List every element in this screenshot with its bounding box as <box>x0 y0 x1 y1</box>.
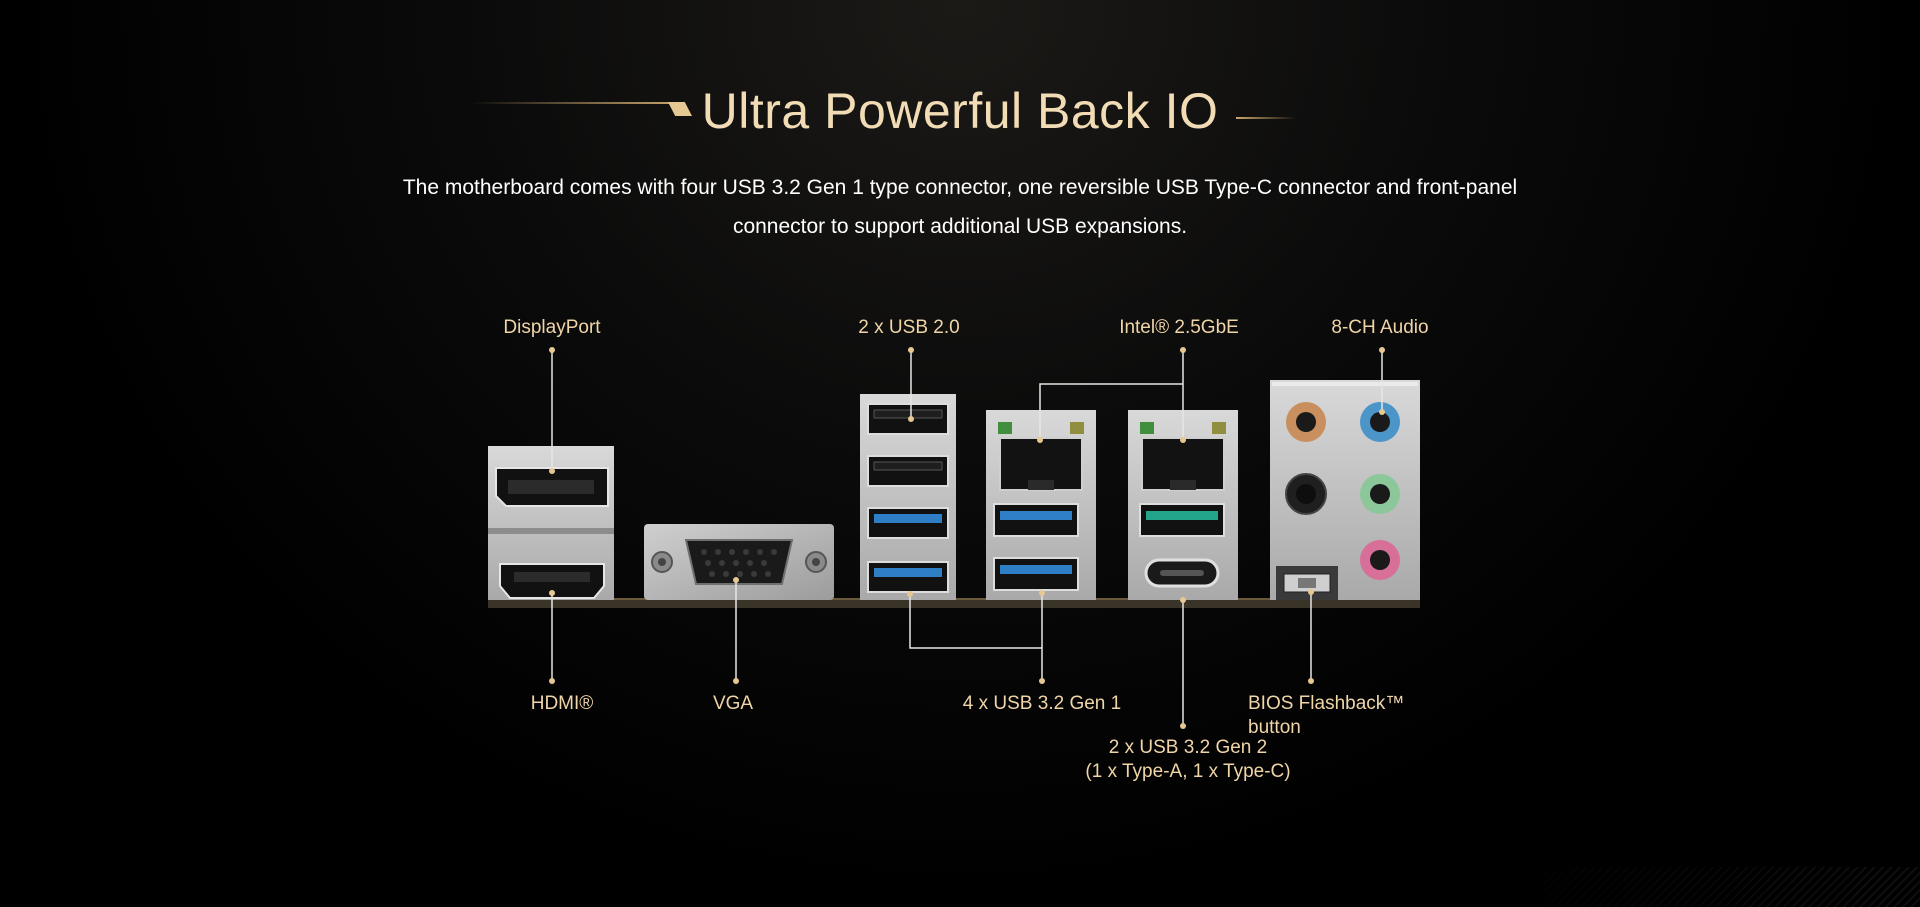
label-intel-lan: Intel® 2.5GbE <box>1119 317 1239 338</box>
label-usb32gen2-line2: (1 x Type-A, 1 x Type-C) <box>1085 761 1291 782</box>
title-decor-line-right <box>1236 117 1296 119</box>
callout-usb32gen1 <box>909 594 1043 681</box>
page-title: Ultra Powerful Back IO <box>701 83 1219 139</box>
callout-dots <box>549 347 1385 729</box>
label-bios-line1: BIOS Flashback™ <box>1248 693 1405 714</box>
usb-stack-left <box>860 394 956 600</box>
label-audio: 8-CH Audio <box>1331 317 1429 338</box>
vga-module <box>644 524 834 600</box>
audio-module <box>1270 380 1420 600</box>
callout-lines <box>551 350 1383 726</box>
label-usb32gen1: 4 x USB 3.2 Gen 1 <box>962 693 1122 714</box>
displayport-hdmi-module <box>488 446 614 600</box>
lan25-usbgen2-stack <box>1128 410 1238 600</box>
pcb-edge <box>488 598 1420 608</box>
title-decor-line-left <box>470 102 680 104</box>
vga-connector <box>684 539 794 585</box>
section-header: Ultra Powerful Back IO <box>0 72 1920 152</box>
section-description: The motherboard comes with four USB 3.2 … <box>402 176 1518 238</box>
label-usb32gen2-line1: 2 x USB 3.2 Gen 2 <box>1108 737 1268 758</box>
label-displayport: DisplayPort <box>503 317 601 338</box>
label-vga: VGA <box>712 693 754 714</box>
label-usb32gen2: 2 x USB 3.2 Gen 2 (1 x Type-A, 1 x Type-… <box>1085 736 1290 784</box>
label-usb20: 2 x USB 2.0 <box>858 317 960 338</box>
label-bios-line2: button <box>1248 717 1301 738</box>
decorative-texture <box>1500 867 1920 907</box>
rj45-port-1 <box>999 437 1083 491</box>
usb20-port-2 <box>867 455 949 487</box>
callout-lan <box>1039 383 1183 440</box>
label-hdmi: HDMI® <box>530 693 594 714</box>
rj45-port-2 <box>1141 437 1225 491</box>
label-bios-flashback: BIOS Flashback™ button <box>1248 692 1404 740</box>
title-decor-slash <box>668 102 692 116</box>
